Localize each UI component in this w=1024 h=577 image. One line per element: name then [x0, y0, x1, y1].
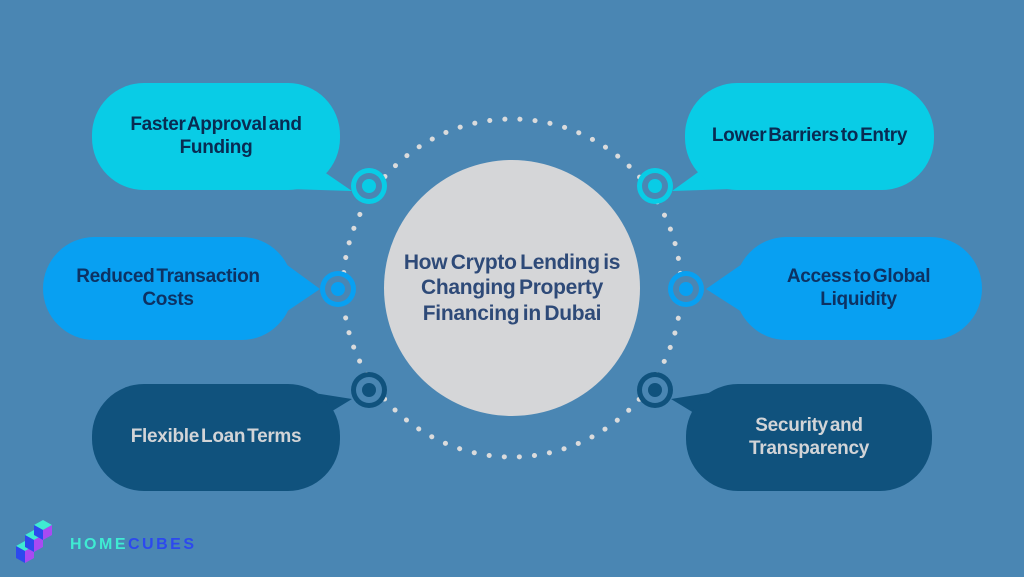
bubble-security-and-transparency: Security and Transparency — [686, 384, 932, 491]
bubble-flexible-loan-terms: Flexible Loan Terms — [92, 384, 340, 491]
homecubes-logo: HOMECUBES — [14, 518, 197, 566]
logo-word-home: HOME — [70, 536, 128, 553]
target-marker-icon — [637, 372, 673, 408]
homecubes-cube-icon — [16, 520, 52, 563]
bubble-label: Faster Approval and Funding — [130, 113, 302, 158]
bubble-faster-approval-and-funding: Faster Approval and Funding — [92, 83, 340, 190]
bubble-lower-barriers-to-entry: Lower Barriers to Entry — [685, 83, 934, 190]
bubble-label: Access to Global Liquidity — [786, 265, 931, 310]
homecubes-wordmark: HOMECUBES — [70, 530, 197, 554]
target-marker-icon — [351, 168, 387, 204]
bubble-access-to-global-liquidity: Access to Global Liquidity — [735, 237, 982, 340]
bubble-reduced-transaction-costs: Reduced Transaction Costs — [43, 237, 293, 340]
bubble-label: Lower Barriers to Entry — [711, 125, 908, 147]
target-marker-icon — [637, 168, 673, 204]
target-marker-icon — [351, 372, 387, 408]
center-title: How Crypto Lending is Changing Property … — [403, 250, 621, 325]
target-marker-icon — [668, 271, 704, 307]
bubble-tail-mid-left — [283, 262, 320, 314]
bubble-tail-mid-right — [706, 262, 745, 314]
target-marker-icon — [320, 271, 356, 307]
bubble-label: Security and Transparency — [749, 414, 869, 459]
center-circle: How Crypto Lending is Changing Property … — [384, 160, 640, 416]
logo-word-cubes: CUBES — [128, 536, 197, 553]
bubble-label: Flexible Loan Terms — [130, 426, 302, 448]
bubble-label: Reduced Transaction Costs — [76, 265, 260, 310]
